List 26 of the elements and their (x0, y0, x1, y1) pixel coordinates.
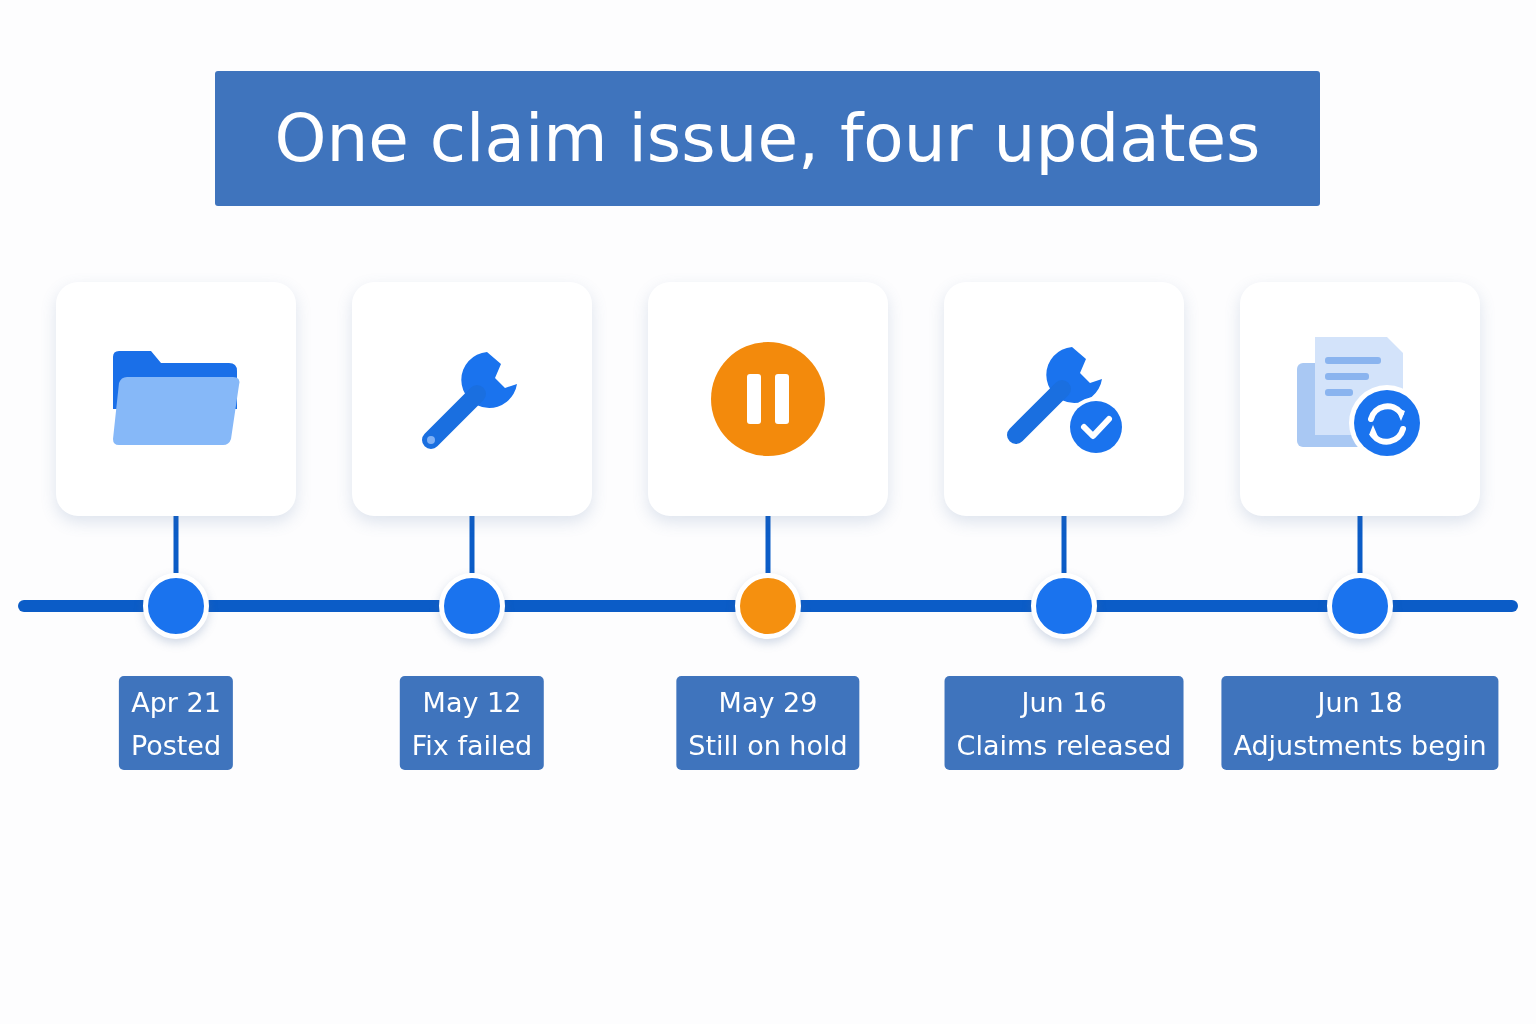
connector-line (173, 516, 179, 573)
connector-line (469, 516, 475, 573)
icon-card (1240, 282, 1480, 516)
status-text: Fix failed (411, 729, 533, 763)
status-text: Posted (130, 729, 222, 763)
date-tag (118, 676, 234, 770)
date-text: May 29 (717, 686, 819, 720)
date-tag (1221, 676, 1499, 770)
title-banner: One claim issue, four updates (215, 71, 1320, 206)
date-text: Jun 16 (1019, 686, 1108, 720)
connector-line (765, 516, 771, 573)
date-tag (399, 676, 545, 770)
date-text: Jun 18 (1315, 686, 1404, 720)
date-text: Apr 21 (130, 686, 222, 720)
icon-card (352, 282, 592, 516)
date-text: May 12 (421, 686, 523, 720)
status-text: Still on hold (688, 729, 848, 763)
icon-card (56, 282, 296, 516)
date-tag (676, 676, 860, 770)
status-text: Adjustments begin (1233, 729, 1487, 763)
icon-card (648, 282, 888, 516)
status-text: Claims released (956, 729, 1172, 763)
connector-line (1357, 516, 1363, 573)
connector-line (1061, 516, 1067, 573)
icon-card (944, 282, 1184, 516)
date-tag (944, 676, 1184, 770)
